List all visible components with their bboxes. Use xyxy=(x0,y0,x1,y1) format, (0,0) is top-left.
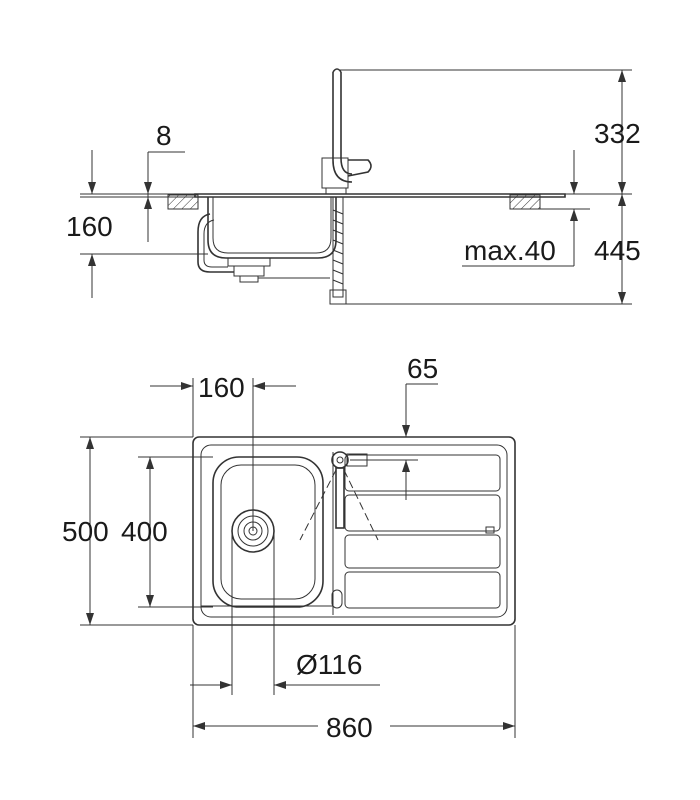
dim-label-500: 500 xyxy=(62,516,109,547)
dim-total-depth: 500 xyxy=(62,436,193,626)
sink-outline xyxy=(192,436,516,626)
dim-label-860: 860 xyxy=(326,712,373,743)
dim-label-160-top: 160 xyxy=(198,372,245,403)
dim-bowl-depth-top: 400 xyxy=(121,456,213,608)
side-view: 332 445 max.40 8 xyxy=(66,68,641,305)
overflow-slot xyxy=(331,589,343,609)
dim-label-65: 65 xyxy=(407,353,438,384)
dim-label-8: 8 xyxy=(156,120,172,151)
dim-worktop-max: max.40 xyxy=(462,150,590,267)
faucet-side xyxy=(321,68,372,305)
dim-label-max40: max.40 xyxy=(464,235,556,266)
dim-drain-offset: 160 xyxy=(150,372,296,531)
worktop-left xyxy=(167,194,199,210)
dim-total-width: 860 xyxy=(192,625,516,743)
sink-bowl xyxy=(207,197,337,259)
dim-faucet-height: 332 xyxy=(340,69,641,194)
dim-tap-hole-offset: 65 xyxy=(350,353,438,500)
sink-rim xyxy=(194,193,566,198)
worktop-right xyxy=(509,194,541,210)
dim-label-445: 445 xyxy=(594,235,641,266)
overflow-pipe xyxy=(197,213,234,273)
bowl-outline xyxy=(212,456,324,608)
top-view: 160 65 500 400 xyxy=(62,353,516,743)
drainer-grooves xyxy=(344,454,501,609)
dim-label-160-side: 160 xyxy=(66,211,113,242)
drain-basket xyxy=(227,257,271,283)
dim-label-116: Ø116 xyxy=(296,649,362,680)
dim-ledge-thickness: 8 xyxy=(80,120,195,242)
dim-total-below: 445 xyxy=(346,193,641,305)
faucet-top xyxy=(299,451,379,541)
dim-label-400: 400 xyxy=(121,516,168,547)
dim-drain-diameter: Ø116 xyxy=(190,531,380,695)
dim-label-332: 332 xyxy=(594,118,641,149)
dim-bowl-depth-side: 160 xyxy=(66,150,208,298)
